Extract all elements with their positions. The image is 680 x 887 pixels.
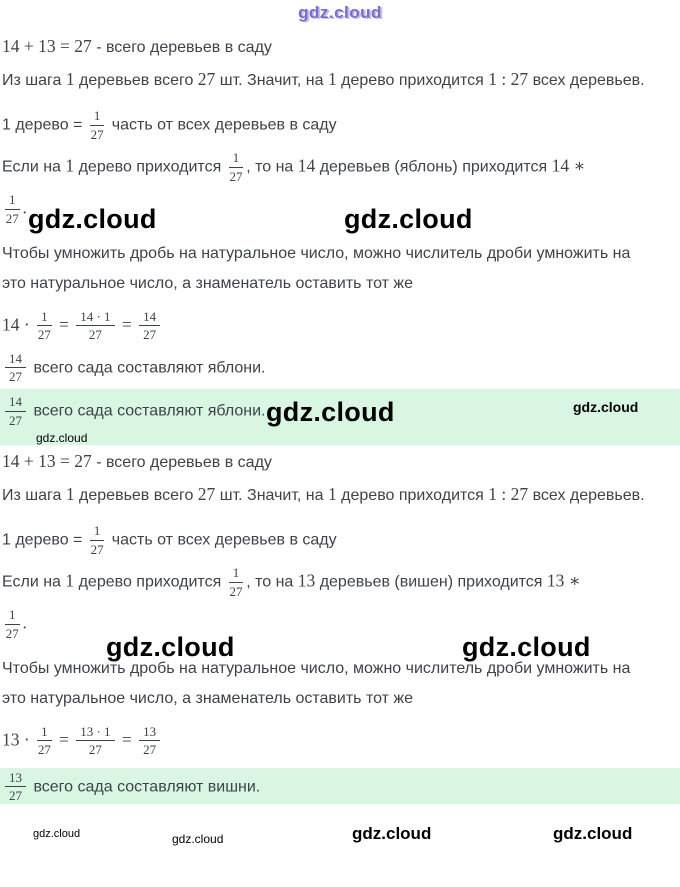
fraction-rule-paragraph: Чтобы умножить дробь на натуральное числ… [0, 239, 672, 299]
plain-text: Из шага [2, 72, 66, 89]
plain-text: Если на [2, 158, 66, 176]
plain-text: всего сада составляют яблони. [29, 359, 266, 377]
math-text: 27 [197, 69, 216, 89]
math-text: . [22, 612, 27, 633]
math-text: = [54, 728, 74, 749]
plain-text: шт. Значит, на [215, 72, 328, 89]
math-text: 14 + 13 = 27 [2, 450, 92, 471]
plain-text: часть от всех деревьев в саду [107, 531, 337, 549]
plain-text: деревьев (вишен) приходится [315, 573, 547, 591]
plain-text: Из шага [2, 486, 66, 504]
plain-text: - всего деревьев в саду [91, 453, 272, 471]
math-text: 1 : 27 [488, 69, 529, 89]
math-text: 1 [65, 69, 75, 89]
plain-text: всех деревьев. [528, 72, 645, 89]
plain-text: всего сада составляют яблони. [29, 402, 266, 420]
plain-text: , то на [246, 573, 298, 591]
math-text: 13 [297, 570, 316, 591]
math-text: 1 [65, 483, 75, 504]
math-text: 14 ∗ [551, 155, 586, 176]
plain-text: Чтобы умножить дробь на натуральное числ… [2, 659, 631, 707]
plain-text: 1 дерево = [2, 116, 87, 134]
plain-text: дерево приходится [74, 573, 226, 591]
math-text: 14 [297, 155, 316, 176]
math-text: = [117, 728, 137, 749]
math-text: 13 ∗ [546, 570, 581, 591]
plain-text: Чтобы умножить дробь на натуральное числ… [2, 244, 631, 292]
plain-text: шт. Значит, на [215, 486, 328, 504]
plain-text: часть от всех деревьев в саду [107, 116, 337, 134]
section-apples: 14 + 13 = 27 - всего деревьев в саду Из … [0, 30, 680, 445]
plain-text: дерево приходится [336, 486, 489, 504]
total-trees-line: 14 + 13 = 27 - всего деревьев в саду [0, 445, 680, 479]
math-text: 27 [197, 483, 216, 504]
plain-text: всего сада составляют вишни. [29, 778, 261, 796]
solution-document: 14 + 13 = 27 - всего деревьев в саду Из … [0, 30, 680, 804]
plain-text: дерево приходится [74, 158, 226, 176]
math-text: 1 : 27 [488, 483, 529, 504]
math-text: = [54, 313, 74, 334]
math-text: 1 [327, 483, 337, 504]
per-tree-step-paragraph: Из шага 1 деревьев всего 27 шт. Значит, … [0, 64, 672, 96]
watermark-gdz-cloud: gdz.cloud [352, 824, 432, 843]
plain-text: всех деревьев. [528, 486, 645, 504]
plain-text: деревьев всего [74, 486, 198, 504]
fraction-rule-paragraph: Чтобы умножить дробь на натуральное числ… [0, 654, 672, 714]
watermark-gdz-cloud: gdz.cloud [33, 828, 81, 840]
math-text: 1 [327, 69, 337, 89]
math-text: . [22, 197, 27, 218]
plain-text: - всего деревьев в саду [91, 39, 272, 56]
watermark-gdz-cloud: gdz.cloud [36, 430, 88, 445]
math-text: 13 · [2, 728, 35, 749]
watermark-gdz-cloud: gdz.cloud [553, 824, 633, 843]
plain-text: 1 дерево = [2, 531, 87, 549]
math-text: 14 + 13 = 27 [2, 36, 92, 56]
watermark-gdz-cloud: gdz.cloud [172, 832, 224, 846]
plain-text: Если на [2, 573, 66, 591]
per-tree-step-paragraph: Из шага 1 деревьев всего 27 шт. Значит, … [0, 479, 672, 511]
plain-text: , то на [246, 158, 298, 176]
math-text: 1 [65, 570, 75, 591]
plain-text: дерево приходится [336, 72, 489, 89]
plain-text: деревьев (яблонь) приходится [315, 158, 552, 176]
section-cherries: 14 + 13 = 27 - всего деревьев в саду Из … [0, 445, 680, 804]
math-text: 1 [65, 155, 75, 176]
total-trees-line: 14 + 13 = 27 - всего деревьев в саду [0, 30, 680, 64]
math-text: 14 · [2, 313, 35, 334]
plain-text: деревьев всего [74, 72, 198, 89]
math-text: = [117, 313, 137, 334]
